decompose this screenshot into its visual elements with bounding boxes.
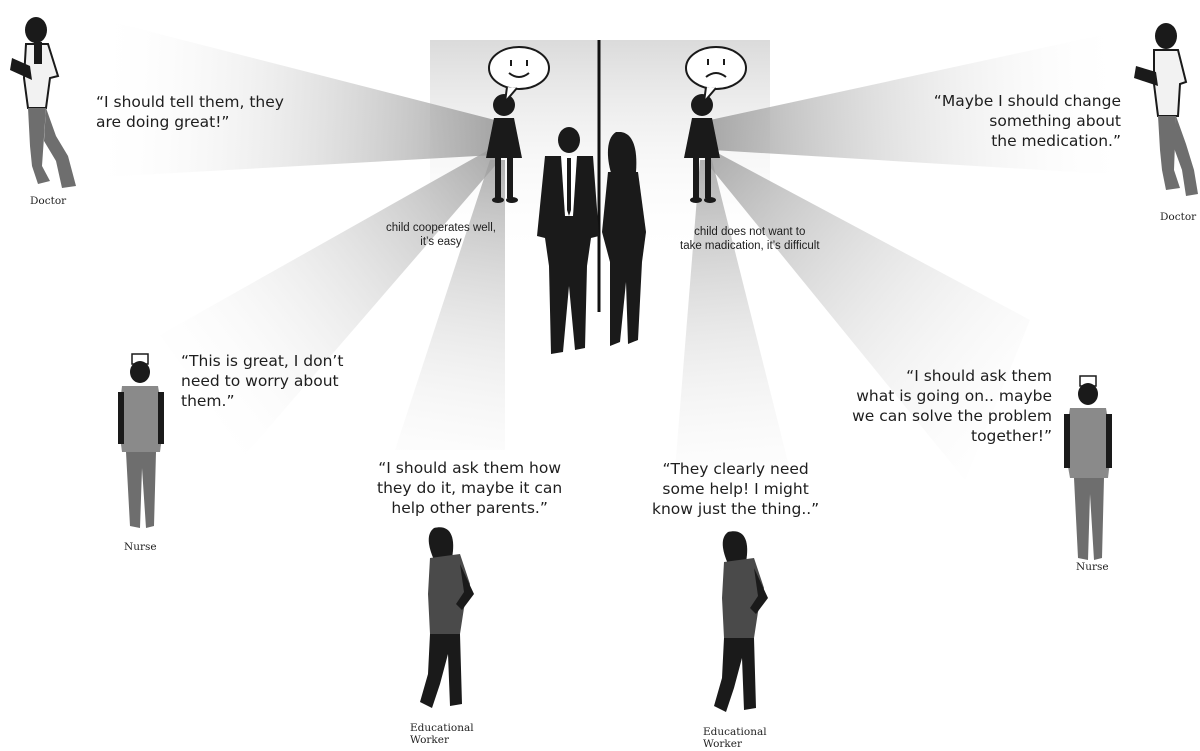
doctor-left-figure <box>10 17 76 188</box>
mother-figure <box>602 132 646 346</box>
educational-worker-left-figure <box>420 527 474 708</box>
child-left-caption: child cooperates well, it’s easy <box>386 222 496 248</box>
nurse-right-quote: “I should ask them what is going on.. ma… <box>852 367 1052 445</box>
nurse-right-figure <box>1064 375 1112 560</box>
father-figure <box>537 127 599 354</box>
child-left-figure <box>486 94 522 203</box>
educational-worker-right-quote: “They clearly need some help! I might kn… <box>652 460 820 518</box>
educational-worker-right-label: Educational Worker <box>703 726 767 750</box>
doctor-right-label: Doctor <box>1160 211 1197 223</box>
doctor-left-quote: “I should tell them, they are doing grea… <box>96 93 284 131</box>
educational-worker-right-figure <box>714 531 768 712</box>
sad-face-icon <box>685 46 747 106</box>
doctor-right-figure <box>1134 23 1198 196</box>
nurse-left-figure <box>118 353 164 528</box>
nurse-left-quote: “This is great, I don’t need to worry ab… <box>181 352 344 410</box>
smiley-face-icon <box>488 46 550 106</box>
doctor-right-quote: “Maybe I should change something about t… <box>933 92 1121 150</box>
educational-worker-left-quote: “I should ask them how they do it, maybe… <box>377 459 563 517</box>
doctor-left-label: Doctor <box>30 195 67 207</box>
child-right-caption: child does not want to take madication, … <box>680 226 820 252</box>
educational-worker-left-label: Educational Worker <box>410 722 474 746</box>
nurse-left-label: Nurse <box>124 541 157 553</box>
child-right-figure <box>684 94 720 203</box>
nurse-right-label: Nurse <box>1076 561 1109 573</box>
